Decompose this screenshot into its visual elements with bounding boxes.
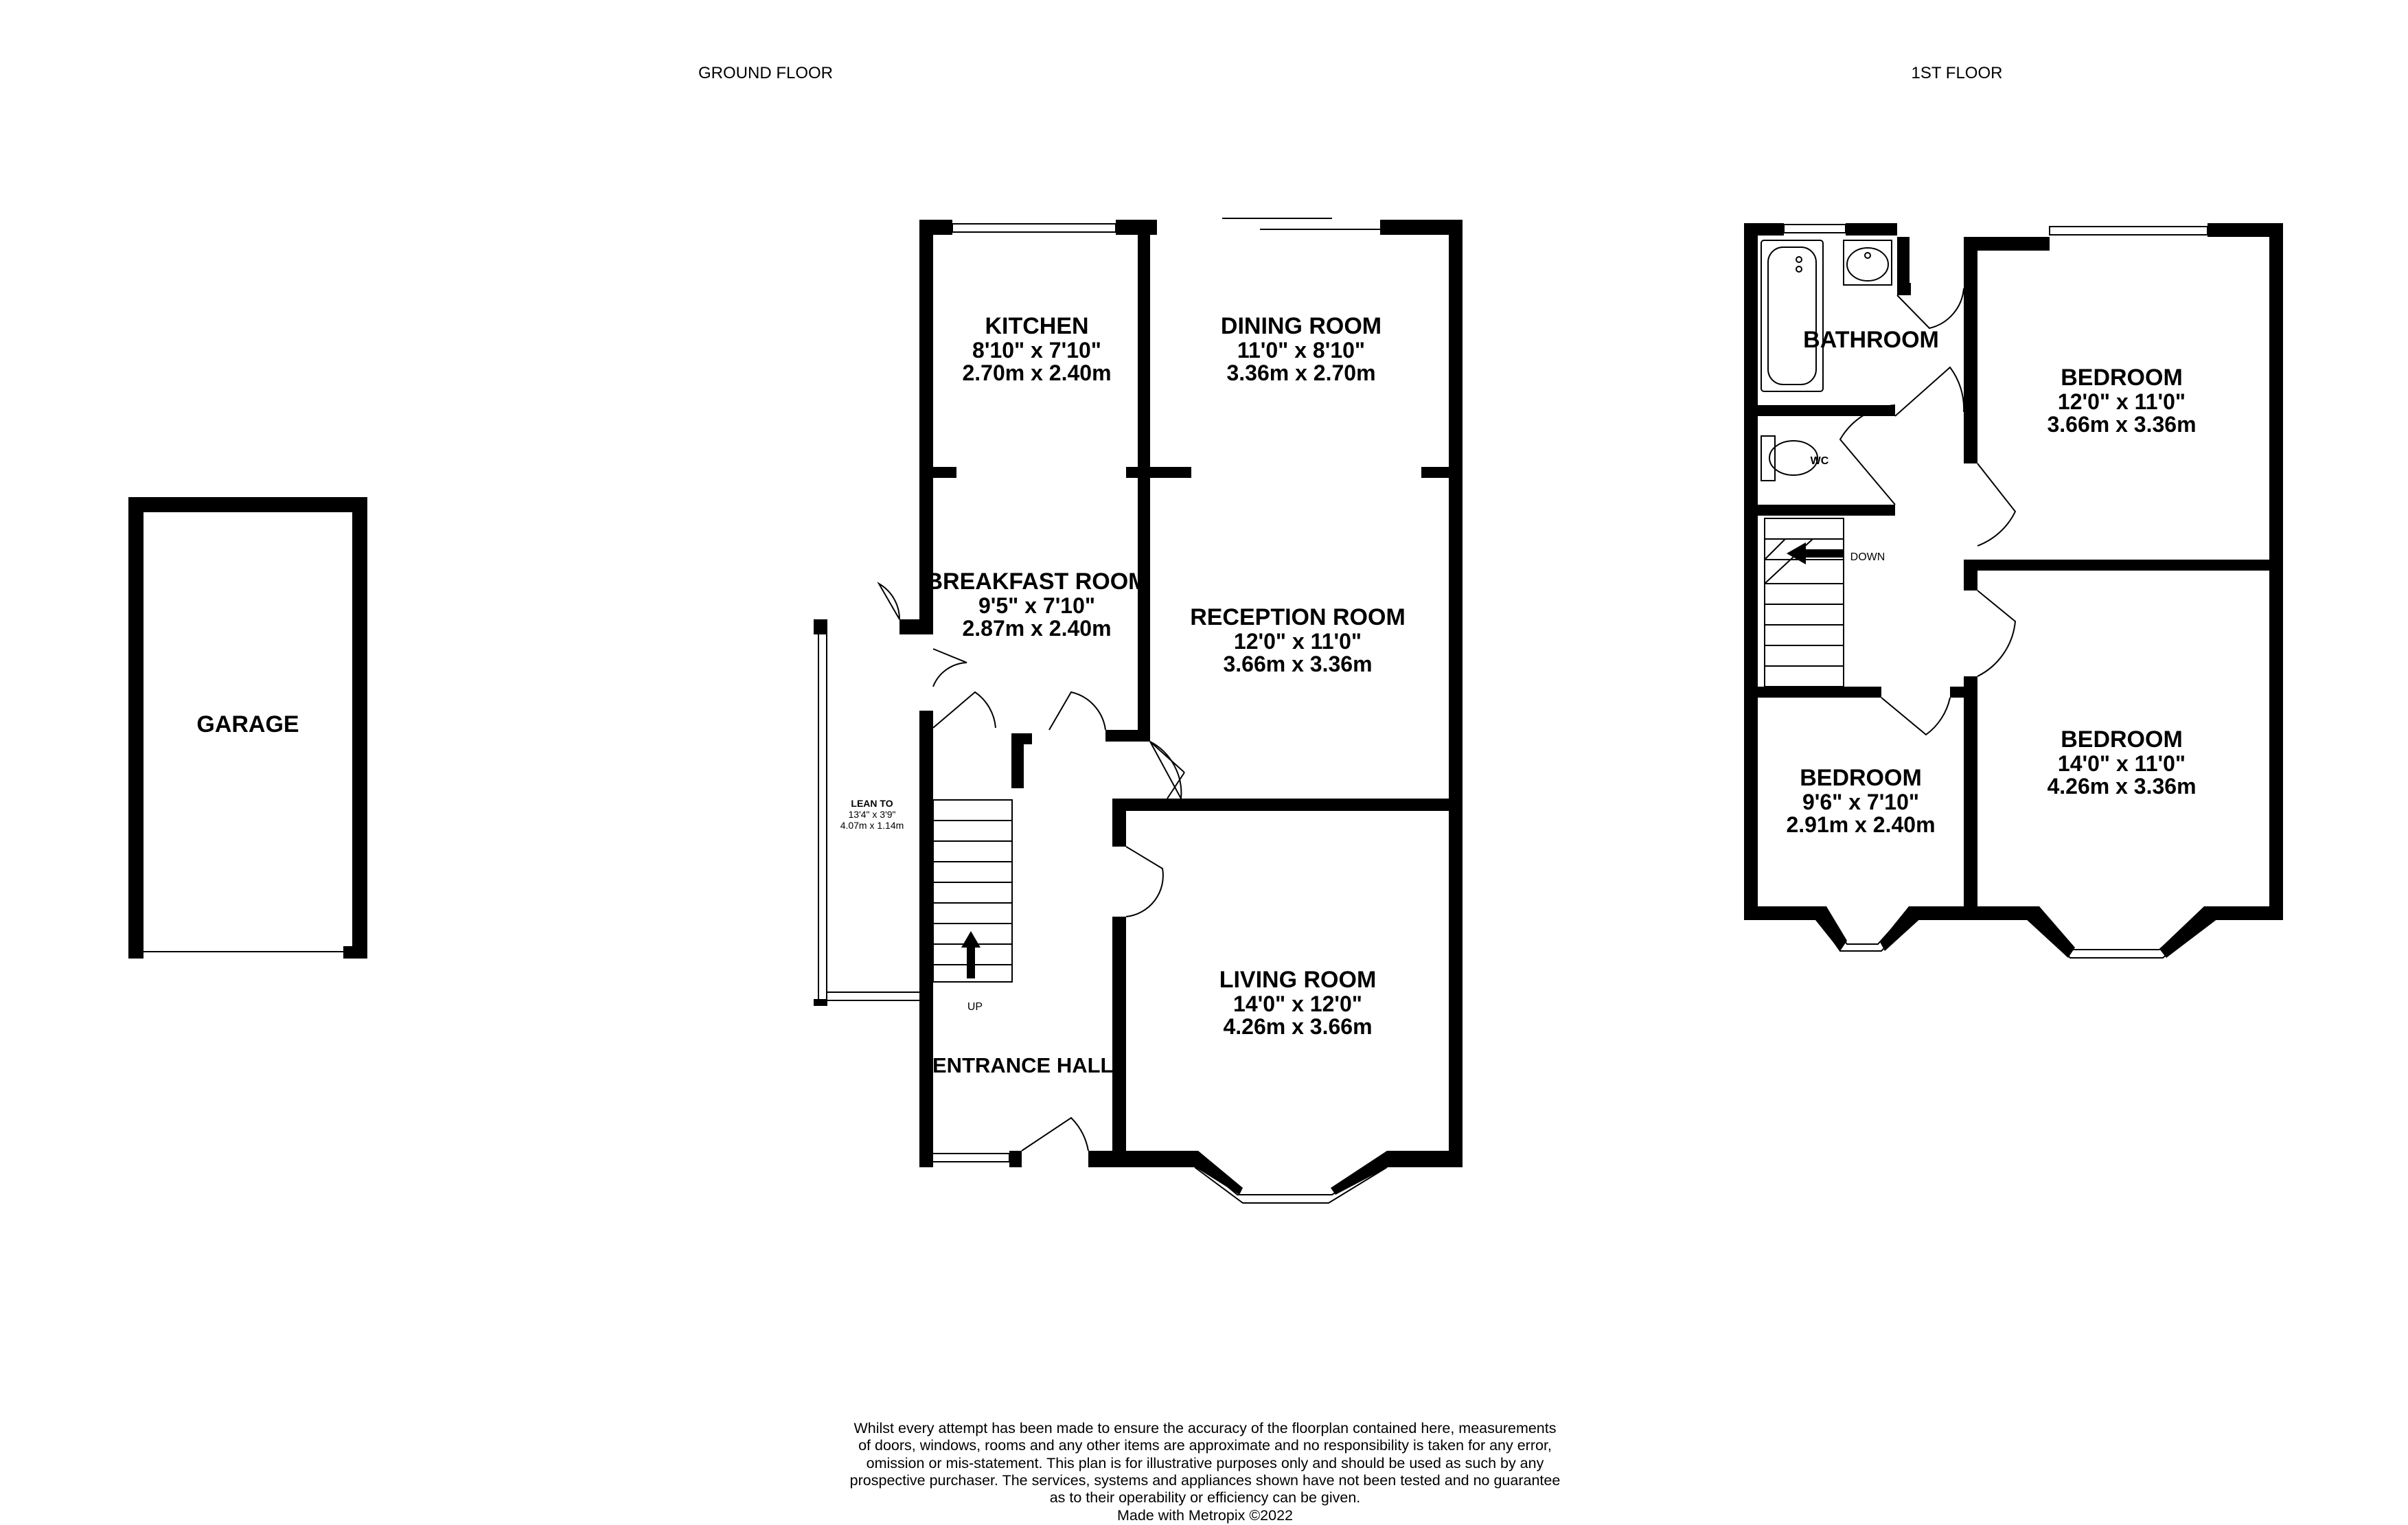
room-name: GARAGE xyxy=(196,711,299,737)
room-name: BREAKFAST ROOM xyxy=(926,569,1148,595)
ground-floor-title: GROUND FLOOR xyxy=(698,64,833,82)
disclaimer-line: as to their operability or efficiency ca… xyxy=(1049,1489,1361,1506)
first-floor-bay-walls xyxy=(1813,906,2218,958)
room-size-imperial: 13'4" x 3'9" xyxy=(848,809,896,821)
stairs-up-label: UP xyxy=(967,1001,983,1013)
disclaimer-line: prospective purchaser. The services, sys… xyxy=(849,1472,1561,1489)
room-living: LIVING ROOM 14'0" x 12'0" 4.26m x 3.66m xyxy=(1184,967,1411,1040)
ground-floor-walls xyxy=(899,220,1463,1167)
room-name: ENTRANCE HALL xyxy=(932,1053,1114,1077)
down-arrow-icon xyxy=(1787,542,1844,564)
room-bedroom-3: BEDROOM 9'6" x 7'10" 2.91m x 2.40m xyxy=(1754,766,1967,837)
room-name: LIVING ROOM xyxy=(1219,967,1377,993)
first-floor-doors xyxy=(1839,288,2017,736)
stairs-down-label: DOWN xyxy=(1850,551,1885,563)
bathroom-fixtures xyxy=(1761,240,1892,481)
room-size-metric: 3.36m x 2.70m xyxy=(1226,360,1376,386)
disclaimer-line: of doors, windows, rooms and any other i… xyxy=(858,1437,1552,1454)
up-arrow-icon xyxy=(961,931,981,978)
garage-walls xyxy=(128,497,367,959)
room-entrance-hall: ENTRANCE HALL xyxy=(932,1053,1114,1077)
room-size-metric: 3.66m x 3.36m xyxy=(1223,652,1373,677)
room-size-metric: 4.26m x 3.36m xyxy=(2047,774,2197,799)
room-size-imperial: 11'0" x 8'10" xyxy=(1237,337,1366,363)
ground-floor-doors xyxy=(877,582,1185,1151)
living-room-bay-wall xyxy=(1184,1151,1401,1195)
room-bedroom-1: BEDROOM 12'0" x 11'0" 3.66m x 3.36m xyxy=(2005,365,2238,437)
disclaimer-line: omission or mis-statement. This plan is … xyxy=(866,1454,1544,1471)
room-name: BATHROOM xyxy=(1803,327,1939,353)
first-floor-stairs xyxy=(1764,518,1844,687)
first-floor-title: 1ST FLOOR xyxy=(1911,64,2003,82)
room-size-imperial: 14'0" x 12'0" xyxy=(1233,991,1362,1016)
room-size-metric: 4.07m x 1.14m xyxy=(840,820,904,832)
room-size-metric: 4.26m x 3.66m xyxy=(1223,1014,1373,1040)
disclaimer-credit: Made with Metropix ©2022 xyxy=(1116,1506,1294,1524)
room-size-metric: 2.70m x 2.40m xyxy=(962,360,1112,386)
room-reception: RECEPTION ROOM 12'0" x 11'0" 3.66m x 3.3… xyxy=(1174,604,1421,677)
room-wc: WC xyxy=(1810,455,1829,467)
room-kitchen: KITCHEN 8'10" x 7'10" 2.70m x 2.40m xyxy=(937,314,1136,385)
room-name: KITCHEN xyxy=(985,313,1089,339)
disclaimer-line: Whilst every attempt has been made to en… xyxy=(853,1420,1557,1436)
room-bathroom: BATHROOM xyxy=(1785,328,1957,353)
disclaimer: Whilst every attempt has been made to en… xyxy=(776,1420,1634,1524)
room-lean-to: LEAN TO 13'4" x 3'9" 4.07m x 1.14m xyxy=(831,798,913,831)
room-garage: GARAGE xyxy=(179,711,317,737)
room-name: BEDROOM xyxy=(2061,365,2183,391)
room-size-imperial: 8'10" x 7'10" xyxy=(972,337,1101,363)
room-size-imperial: 12'0" x 11'0" xyxy=(2057,389,2186,414)
room-name: RECEPTION ROOM xyxy=(1190,604,1406,630)
room-size-imperial: 9'5" x 7'10" xyxy=(978,593,1096,618)
room-size-metric: 3.66m x 3.36m xyxy=(2047,412,2197,437)
room-name: BEDROOM xyxy=(2061,726,2183,753)
room-size-imperial: 14'0" x 11'0" xyxy=(2057,750,2186,776)
room-size-metric: 2.87m x 2.40m xyxy=(962,616,1112,641)
room-name: BEDROOM xyxy=(1800,765,1922,791)
room-name: LEAN TO xyxy=(851,798,893,809)
room-breakfast: BREAKFAST ROOM 9'5" x 7'10" 2.87m x 2.40… xyxy=(920,569,1154,641)
room-size-imperial: 12'0" x 11'0" xyxy=(1233,628,1362,654)
room-size-metric: 2.91m x 2.40m xyxy=(1786,812,1936,838)
room-dining: DINING ROOM 11'0" x 8'10" 3.36m x 2.70m xyxy=(1195,314,1408,385)
room-bedroom-2: BEDROOM 14'0" x 11'0" 4.26m x 3.36m xyxy=(2005,726,2238,799)
lean-to-structure xyxy=(814,619,919,1006)
first-floor-walls xyxy=(1744,223,2283,920)
room-name: DINING ROOM xyxy=(1220,313,1382,339)
room-size-imperial: 9'6" x 7'10" xyxy=(1802,789,1920,814)
